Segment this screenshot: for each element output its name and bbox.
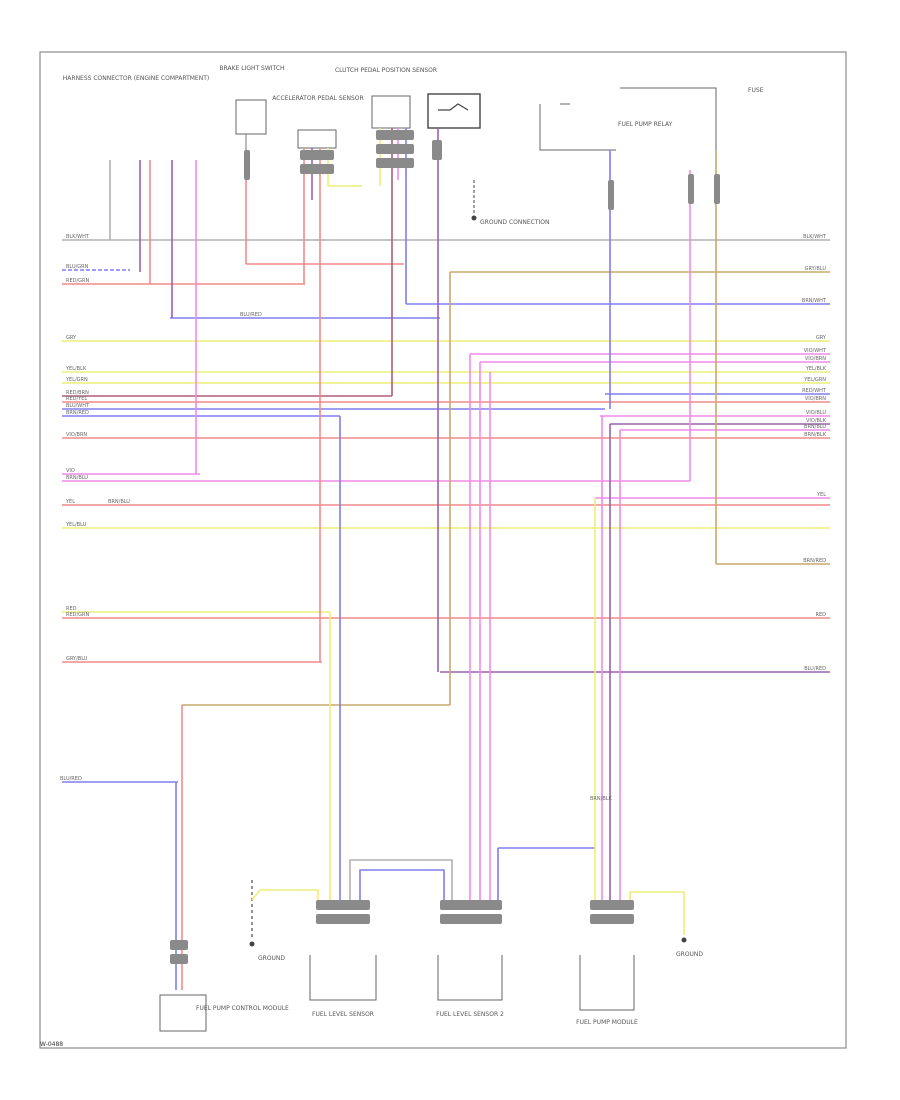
label-fuel-pump-module: FUEL PUMP MODULE — [576, 1019, 638, 1026]
label-harness-connector: HARNESS CONNECTOR (ENGINE COMPARTMENT) — [63, 75, 209, 82]
left-wire-label-0: BLK/WHT — [66, 234, 90, 240]
label-fuel-pump-control-module: FUEL PUMP CONTROL MODULE — [196, 1005, 289, 1012]
left-wire-label-2: RED/GRN — [66, 278, 90, 284]
fuse-relay-box-top — [427, 93, 481, 129]
left-wire-labels: BLK/WHT BLU/GRN RED/GRN GRY YEL/BLK YEL/GRN RE… — [65, 234, 90, 662]
right-wire-labels: BLK/WHT GRY/BLU BRN/WHT GRY VIO/WHT VIO/BRN YE… — [802, 234, 827, 672]
left-wire-label-6: RED/BRN — [66, 390, 89, 396]
right-wire-label-1: GRY/BLU — [805, 266, 827, 272]
right-wire-label-11: VIO/BLK — [806, 418, 827, 424]
right-wire-label-17: BLU/RED — [804, 666, 826, 672]
left-wire-label-10: VIO/BRN — [66, 432, 87, 438]
left-wire-label-8: BLU/WHT — [66, 403, 90, 409]
right-wire-label-15: BRN/RED — [803, 558, 826, 564]
ground-right-lower — [681, 937, 687, 943]
left-wire-label-14: YEL/BLU — [65, 522, 87, 528]
label-fuel-pump-relay: FUEL PUMP RELAY — [618, 121, 673, 128]
clutch-pedal-position-sensor — [371, 95, 411, 129]
vertical-wires — [109, 128, 717, 990]
mid-wire-label-0: BLU/RED — [240, 312, 262, 318]
label-fuel-level-sensor-2: FUEL LEVEL SENSOR 2 — [436, 1011, 504, 1018]
left-wire-label-1: BLU/GRN — [66, 264, 89, 270]
right-wire-label-10: VIO/BLU — [806, 410, 826, 416]
left-wire-label-3: GRY — [66, 335, 77, 341]
right-wire-label-12: BRN/BLU — [804, 424, 826, 430]
label-accelerator-pedal-sensor: ACCELERATOR PEDAL SENSOR — [272, 95, 363, 102]
mid-wire-label-1: BRN/BLU — [108, 499, 130, 505]
mid-wire-label-3: BLU/RED — [60, 776, 82, 782]
right-wire-label-7: YEL/GRN — [803, 377, 826, 383]
left-wire-label-17: GRY/BLU — [66, 656, 88, 662]
left-wire-label-12: BRN/BLU — [66, 475, 88, 481]
component-labels: HARNESS CONNECTOR (ENGINE COMPARTMENT) B… — [63, 65, 764, 1026]
fuel-pump-module — [579, 955, 635, 1011]
right-wire-label-13: BRN/BLK — [804, 432, 827, 438]
diagram-id-label: W-0488 — [40, 1041, 64, 1048]
mid-wire-labels: BLU/RED BRN/BLU BRN/BLK BLU/RED — [60, 312, 613, 802]
fuel-level-sensor — [309, 955, 377, 1001]
label-brake-light-switch: BRAKE LIGHT SWITCH — [219, 65, 284, 72]
right-wire-label-14: YEL — [816, 492, 826, 498]
left-wire-label-7: RED/YEL — [66, 396, 87, 402]
left-wire-label-13: YEL — [65, 499, 75, 505]
accelerator-pedal-sensor — [297, 129, 337, 149]
right-wire-label-2: BRN/WHT — [802, 298, 827, 304]
left-wire-label-16: RED/GRN — [66, 612, 90, 618]
mid-wire-label-2: BRN/BLK — [590, 796, 613, 802]
diagram-frame — [39, 51, 847, 1049]
right-wire-label-0: BLK/WHT — [803, 234, 827, 240]
fuel-level-sensor-2 — [437, 955, 503, 1001]
connector-clusters — [170, 130, 720, 964]
fuel-pump-relay — [539, 87, 717, 151]
label-ground-right-lower: GROUND — [676, 951, 703, 958]
brake-light-switch — [235, 99, 267, 156]
right-wire-label-8: RED/WHT — [802, 388, 827, 394]
right-wire-label-3: GRY — [816, 335, 827, 341]
left-wire-label-9: BRN/RED — [66, 410, 89, 416]
right-wire-label-6: YEL/BLK — [805, 366, 827, 372]
left-wire-label-15: RED — [66, 606, 77, 612]
label-fuel-level-sensor: FUEL LEVEL SENSOR — [312, 1011, 374, 1018]
fuel-pump-control-module — [159, 994, 207, 1032]
ground-icon — [471, 180, 477, 221]
right-wire-label-16: RED — [816, 612, 827, 618]
right-wire-label-9: VIO/BRN — [805, 396, 826, 402]
label-clutch-pedal-position-sensor: CLUTCH PEDAL POSITION SENSOR — [335, 67, 437, 74]
left-wire-label-5: YEL/GRN — [65, 377, 88, 383]
left-wire-label-11: VIO — [66, 468, 75, 474]
right-wire-label-4: VIO/WHT — [804, 348, 827, 354]
right-wire-label-5: VIO/BRN — [805, 356, 826, 362]
horizontal-wires — [62, 239, 830, 849]
label-ground-left-lower: GROUND — [258, 955, 285, 962]
left-wire-label-4: YEL/BLK — [65, 366, 87, 372]
label-ground-connection-top: GROUND CONNECTION — [480, 219, 549, 226]
ground-left-lower — [249, 941, 255, 947]
label-fuse-box-right: FUSE — [748, 87, 764, 94]
